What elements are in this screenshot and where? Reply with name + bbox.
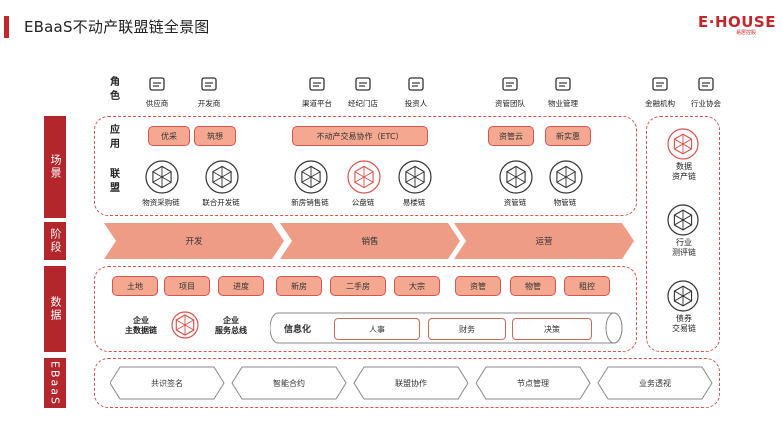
side-stage: 阶段 — [44, 222, 66, 260]
chain-icon — [145, 160, 179, 194]
app-0[interactable]: 优采 — [148, 126, 190, 146]
chain-label: 资管链 — [503, 198, 527, 207]
data-pill[interactable]: 二手房 — [330, 276, 386, 296]
data-pill[interactable]: 物管 — [510, 276, 556, 296]
side-ebaas: EBaaS — [44, 358, 66, 408]
data-pill[interactable]: 大宗 — [394, 276, 440, 296]
info-item[interactable]: 财务 — [428, 318, 506, 340]
house-icon — [353, 74, 373, 94]
stage-label: 运营 — [535, 236, 552, 247]
chain-icon — [499, 160, 533, 194]
title-accent — [4, 16, 9, 38]
data-pill[interactable]: 进度 — [218, 276, 264, 296]
document-icon — [500, 74, 520, 94]
data-box — [94, 266, 637, 352]
role-label: 行业协会 — [691, 99, 721, 108]
monitor-icon — [307, 74, 327, 94]
chain-icon — [347, 160, 381, 194]
data-pill[interactable]: 租控 — [564, 276, 610, 296]
app-4[interactable]: 新实惠 — [545, 126, 591, 146]
master-data-chain-label: 企业 主数据链 — [125, 316, 157, 335]
app-2[interactable]: 不动产交易协作（ETC） — [292, 126, 428, 146]
apps-label: 应用 — [110, 125, 120, 150]
chain-label: 易楼链 — [402, 198, 426, 207]
right-chain-icon — [667, 204, 701, 238]
side-data: 数据 — [44, 266, 66, 352]
data-pill[interactable]: 资管 — [455, 276, 501, 296]
right-chain-label: 行业 测评链 — [672, 238, 696, 257]
ebaas-hex — [597, 366, 713, 400]
stage-arrow — [104, 223, 284, 259]
stage-label: 开发 — [185, 236, 203, 247]
ebaas-label: 共识签名 — [151, 378, 183, 388]
role-label: 物业管理 — [548, 99, 578, 108]
app-1[interactable]: 筑想 — [194, 126, 236, 146]
roles-label: 角色 — [110, 77, 120, 102]
chain-icon — [549, 160, 583, 194]
info-item[interactable]: 决策 — [512, 318, 592, 340]
chain-label: 物管链 — [553, 198, 577, 207]
chain-label: 联合开发链 — [202, 198, 240, 207]
app-3[interactable]: 资管云 — [488, 126, 534, 146]
building-icon — [199, 74, 219, 94]
wrench-icon — [553, 74, 573, 94]
chain-icon — [398, 160, 432, 194]
stage-label: 销售 — [361, 236, 378, 247]
investor-icon — [406, 74, 426, 94]
page-title: EBaaS不动产联盟链全景图 — [24, 18, 210, 36]
ebaas-hex — [231, 366, 347, 400]
stage-arrow — [454, 223, 634, 259]
people-icon — [696, 74, 716, 94]
master-data-chain-icon — [171, 311, 199, 339]
data-pill[interactable]: 项目 — [164, 276, 210, 296]
chain-label: 新房销售链 — [291, 198, 329, 207]
ebaas-label: 联盟协作 — [395, 378, 427, 388]
ebaas-hexes: 共识签名 智能合约 联盟协作 节点管理 业务透视 — [110, 366, 713, 400]
ebaas-hex — [353, 366, 469, 400]
role-label: 供应商 — [145, 99, 169, 108]
truck-icon — [147, 74, 167, 94]
ebaas-label: 业务透视 — [639, 378, 671, 388]
ehouse-logo-sub: 易居控股 — [736, 30, 757, 36]
info-item[interactable]: 人事 — [334, 318, 420, 340]
right-chain-icon — [667, 280, 701, 314]
info-label: 信息化 — [284, 325, 312, 335]
ebaas-label: 智能合约 — [273, 378, 305, 388]
right-chain-label: 债券 交易链 — [672, 314, 696, 333]
right-column-box — [646, 116, 720, 352]
side-scene: 场景 — [44, 116, 66, 218]
chain-icon — [294, 160, 328, 194]
service-bus-label: 企业 服务总线 — [215, 316, 247, 335]
stage-arrows: 开发 销售 运营 — [104, 223, 634, 259]
ebaas-label: 节点管理 — [517, 378, 549, 388]
role-label: 投资人 — [404, 99, 428, 108]
role-label: 资管团队 — [495, 99, 525, 108]
ebaas-hex — [110, 366, 225, 400]
role-label: 金融机构 — [645, 99, 675, 108]
right-chain-icon — [667, 128, 701, 162]
role-label: 经纪门店 — [348, 99, 378, 108]
alliance-label: 联盟 — [110, 169, 120, 194]
chain-label: 物资采购链 — [142, 198, 180, 207]
role-label: 渠道平台 — [302, 99, 332, 108]
scene-box — [94, 116, 637, 216]
ebaas-box — [94, 358, 720, 408]
ehouse-logo: E·HOUSE — [698, 13, 776, 31]
stage-arrow — [280, 223, 460, 259]
ebaas-hex — [475, 366, 591, 400]
data-pill[interactable]: 土地 — [112, 276, 158, 296]
chain-label: 公盘链 — [351, 198, 375, 207]
data-pill[interactable]: 新房 — [276, 276, 322, 296]
right-chain-label: 数据 资产链 — [672, 162, 696, 181]
chain-icon — [205, 160, 239, 194]
bank-icon — [650, 74, 670, 94]
role-label: 开发商 — [197, 99, 221, 108]
